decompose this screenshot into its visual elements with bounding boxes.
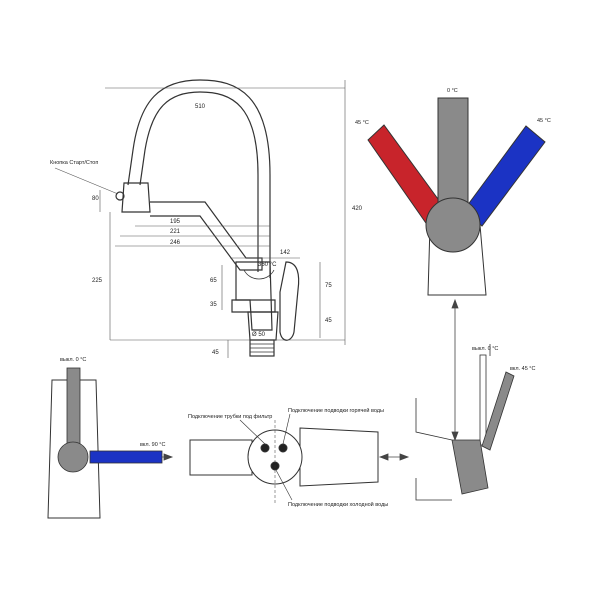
cold-lever bbox=[463, 125, 546, 227]
port-filter bbox=[260, 443, 270, 453]
front-on-label: вкл. 90 °C bbox=[140, 442, 166, 448]
side-on-lever bbox=[481, 371, 515, 451]
lever-left-label: 45 °C bbox=[355, 120, 369, 126]
side-body bbox=[451, 439, 489, 495]
dim-65: 65 bbox=[210, 278, 217, 284]
faucet-body bbox=[235, 261, 273, 331]
rotation-arrow bbox=[243, 269, 275, 280]
dim-195: 195 bbox=[170, 219, 181, 225]
dim-225: 225 bbox=[92, 278, 103, 284]
port-hot bbox=[278, 443, 288, 453]
front-cold-lever bbox=[89, 450, 163, 464]
body-collar bbox=[231, 299, 276, 313]
dim-142: 142 bbox=[280, 250, 291, 256]
base-section-diagram bbox=[189, 413, 379, 505]
spout-outer bbox=[127, 79, 271, 278]
front-joint bbox=[57, 441, 89, 473]
side-off-lever bbox=[479, 354, 487, 446]
dim-45-bottom: 45 bbox=[212, 350, 219, 356]
dimension-labels: 510 420 80 195 221 246 142 360 °C 65 35 … bbox=[92, 104, 363, 356]
dim-420: 420 bbox=[352, 206, 363, 212]
front-vertical-lever bbox=[66, 367, 81, 451]
lever-positions-diagram: 0 °C 45 °C 45 °C bbox=[355, 88, 551, 296]
lever-center-label: 0 °C bbox=[447, 88, 458, 94]
side-view-diagram: выкл. 0 °C вкл. 45 °C bbox=[415, 344, 536, 501]
front-off-label: выкл. 0 °C bbox=[60, 357, 86, 363]
dim-221: 221 bbox=[170, 229, 181, 235]
start-stop-label: Кнопка Старт/Стоп bbox=[50, 160, 98, 166]
spout-head bbox=[121, 182, 151, 213]
base-outlet-left bbox=[189, 439, 253, 476]
dim-80: 80 bbox=[92, 196, 99, 202]
dim-75: 75 bbox=[325, 283, 332, 289]
dim-360: 360 °C bbox=[258, 262, 277, 268]
faucet-side-drawing bbox=[115, 79, 300, 357]
dim-35: 35 bbox=[210, 302, 217, 308]
side-off-label: выкл. 0 °C bbox=[472, 346, 498, 352]
side-on-label: вкл. 45 °C bbox=[510, 366, 536, 372]
front-lever-diagram: выкл. 0 °C вкл. 90 °C bbox=[47, 357, 166, 519]
dim-246: 246 bbox=[170, 240, 181, 246]
side-wall bbox=[415, 398, 453, 501]
dim-diameter-50: Ø 50 bbox=[252, 332, 266, 338]
lever-right-label: 45 °C bbox=[537, 118, 551, 124]
hot-connection-label: Подключение подводки горячей воды bbox=[288, 407, 384, 414]
dim-45-right: 45 bbox=[325, 318, 332, 324]
filter-arm bbox=[150, 201, 263, 271]
center-lever bbox=[437, 97, 469, 211]
lever-joint bbox=[425, 197, 481, 253]
dimension-lines bbox=[99, 80, 346, 358]
base-outlet-right bbox=[299, 427, 379, 487]
start-stop-button bbox=[115, 191, 125, 201]
handle-lever bbox=[279, 261, 300, 341]
dim-510: 510 bbox=[195, 104, 206, 110]
button-callout: Кнопка Старт/Стоп bbox=[50, 160, 119, 195]
spout-inner bbox=[139, 91, 259, 272]
filter-connection-label: Подключение трубки под фильтр bbox=[188, 414, 272, 420]
cold-connection-label: Подключение подводки холодной воды bbox=[288, 501, 388, 508]
